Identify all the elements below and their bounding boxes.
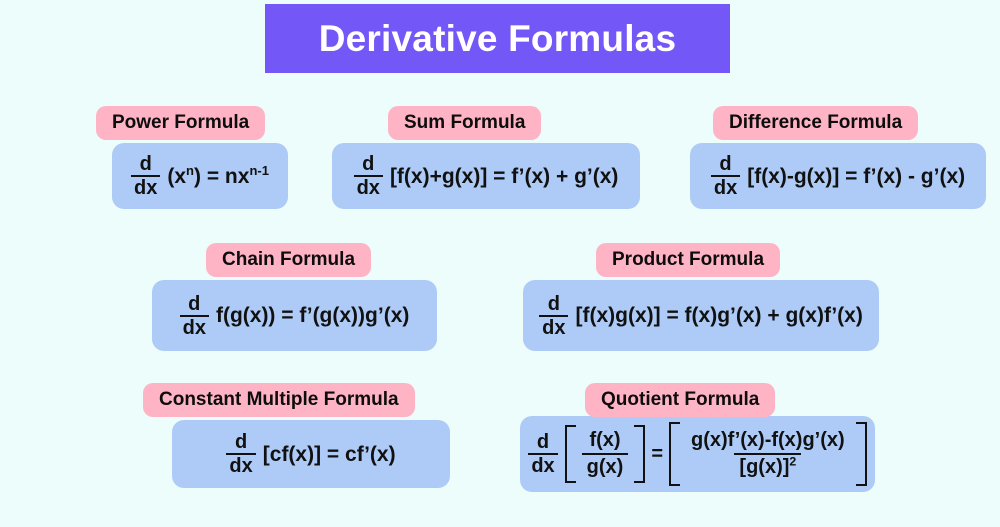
operator-ddx: d dx — [539, 292, 569, 338]
bracket-close-icon — [855, 422, 867, 486]
formula-box-constant-multiple: d dx [cf(x)] = cf’(x) — [172, 420, 450, 488]
operator-denominator: dx — [528, 453, 558, 476]
bracket-close-icon — [634, 425, 646, 483]
operator-numerator: d — [719, 153, 732, 175]
left-fraction-wrapper: f(x) g(x) — [576, 425, 635, 483]
operator-denominator: dx — [353, 175, 383, 198]
formula-body-power: (xn) = nxn-1 — [167, 162, 269, 188]
card-label-difference: Difference Formula — [713, 106, 919, 141]
left-fraction-numerator: f(x) — [589, 429, 621, 451]
formula-box-power: d dx (xn) = nxn-1 — [112, 143, 288, 209]
formula-box-sum: d dx [f(x)+g(x)] = f’(x) + g’(x) — [332, 143, 640, 209]
right-fraction: g(x)f’(x)-f(x)g’(x) [g(x)]2 — [686, 430, 850, 478]
card-label-chain: Chain Formula — [206, 243, 372, 278]
operator-ddx: d dx — [226, 431, 256, 476]
card-label-power: Power Formula — [96, 106, 266, 141]
operator-numerator: d — [547, 292, 560, 315]
operator-denominator: dx — [179, 314, 209, 338]
page-title: Derivative Formulas — [318, 17, 677, 59]
operator-numerator: d — [234, 431, 248, 453]
operator-denominator: dx — [226, 453, 256, 476]
operator-numerator: d — [188, 292, 201, 315]
operator-numerator: d — [536, 431, 550, 453]
page-title-bar: Derivative Formulas — [265, 4, 730, 73]
operator-denominator: dx — [539, 314, 569, 338]
card-label-product: Product Formula — [596, 243, 781, 278]
operator-ddx: d dx — [179, 292, 209, 338]
right-fraction-wrapper: g(x)f’(x)-f(x)g’(x) [g(x)]2 — [680, 422, 856, 486]
operator-ddx: d dx — [528, 431, 558, 476]
right-fraction-denominator: [g(x)]2 — [734, 453, 802, 478]
operator-numerator: d — [139, 153, 152, 175]
operator-ddx: d dx — [710, 153, 741, 198]
left-fraction-denominator: g(x) — [581, 453, 629, 478]
equals-sign: = — [651, 443, 664, 465]
formula-body-chain: f(g(x)) = f’(g(x))g’(x) — [215, 304, 410, 327]
operator-numerator: d — [362, 153, 375, 175]
formula-chain: d dx f(g(x)) = f’(g(x))g’(x) — [179, 292, 410, 338]
operator-ddx: d dx — [353, 153, 383, 198]
card-label-constant-multiple: Constant Multiple Formula — [143, 383, 415, 418]
bracket-left-group: f(x) g(x) — [564, 425, 646, 483]
formula-body-difference: [f(x)-g(x)] = f’(x) - g’(x) — [747, 164, 966, 188]
bracket-right-group: g(x)f’(x)-f(x)g’(x) [g(x)]2 — [669, 422, 867, 486]
left-fraction: f(x) g(x) — [581, 429, 629, 478]
bracket-open-icon — [564, 425, 576, 483]
bracket-open-icon — [669, 422, 681, 486]
formula-quotient: d dx f(x) g(x) = — [528, 422, 867, 486]
formula-power: d dx (xn) = nxn-1 — [131, 154, 269, 198]
card-label-quotient: Quotient Formula — [585, 383, 776, 418]
right-fraction-numerator: g(x)f’(x)-f(x)g’(x) — [691, 429, 845, 451]
formula-constant-multiple: d dx [cf(x)] = cf’(x) — [226, 431, 396, 476]
formula-product: d dx [f(x)g(x)] = f(x)g’(x) + g(x)f’(x) — [539, 294, 863, 338]
card-label-sum: Sum Formula — [388, 106, 542, 141]
formula-box-chain: d dx f(g(x)) = f’(g(x))g’(x) — [152, 280, 437, 351]
formula-difference: d dx [f(x)-g(x)] = f’(x) - g’(x) — [710, 153, 966, 198]
right-fraction-denominator-text: [g(x)] — [739, 456, 790, 478]
operator-denominator: dx — [710, 175, 741, 198]
formula-body-tail: ) = nx — [194, 164, 250, 188]
operator-denominator: dx — [131, 175, 161, 198]
formula-body-sum: [f(x)+g(x)] = f’(x) + g’(x) — [389, 164, 619, 188]
formula-body-product: [f(x)g(x)] = f(x)g’(x) + g(x)f’(x) — [575, 304, 863, 327]
operator-ddx: d dx — [131, 153, 161, 198]
formula-body-text: (x — [167, 164, 187, 188]
formula-tail-exponent: n-1 — [249, 162, 269, 178]
formula-sum: d dx [f(x)+g(x)] = f’(x) + g’(x) — [353, 153, 619, 198]
formula-body-constant-multiple: [cf(x)] = cf’(x) — [262, 442, 396, 466]
formula-box-quotient: d dx f(x) g(x) = — [520, 416, 875, 492]
formula-box-difference: d dx [f(x)-g(x)] = f’(x) - g’(x) — [690, 143, 986, 209]
formula-exponent: n — [186, 162, 194, 178]
right-fraction-denominator-exponent: 2 — [789, 454, 797, 469]
formula-box-product: d dx [f(x)g(x)] = f(x)g’(x) + g(x)f’(x) — [523, 280, 879, 351]
